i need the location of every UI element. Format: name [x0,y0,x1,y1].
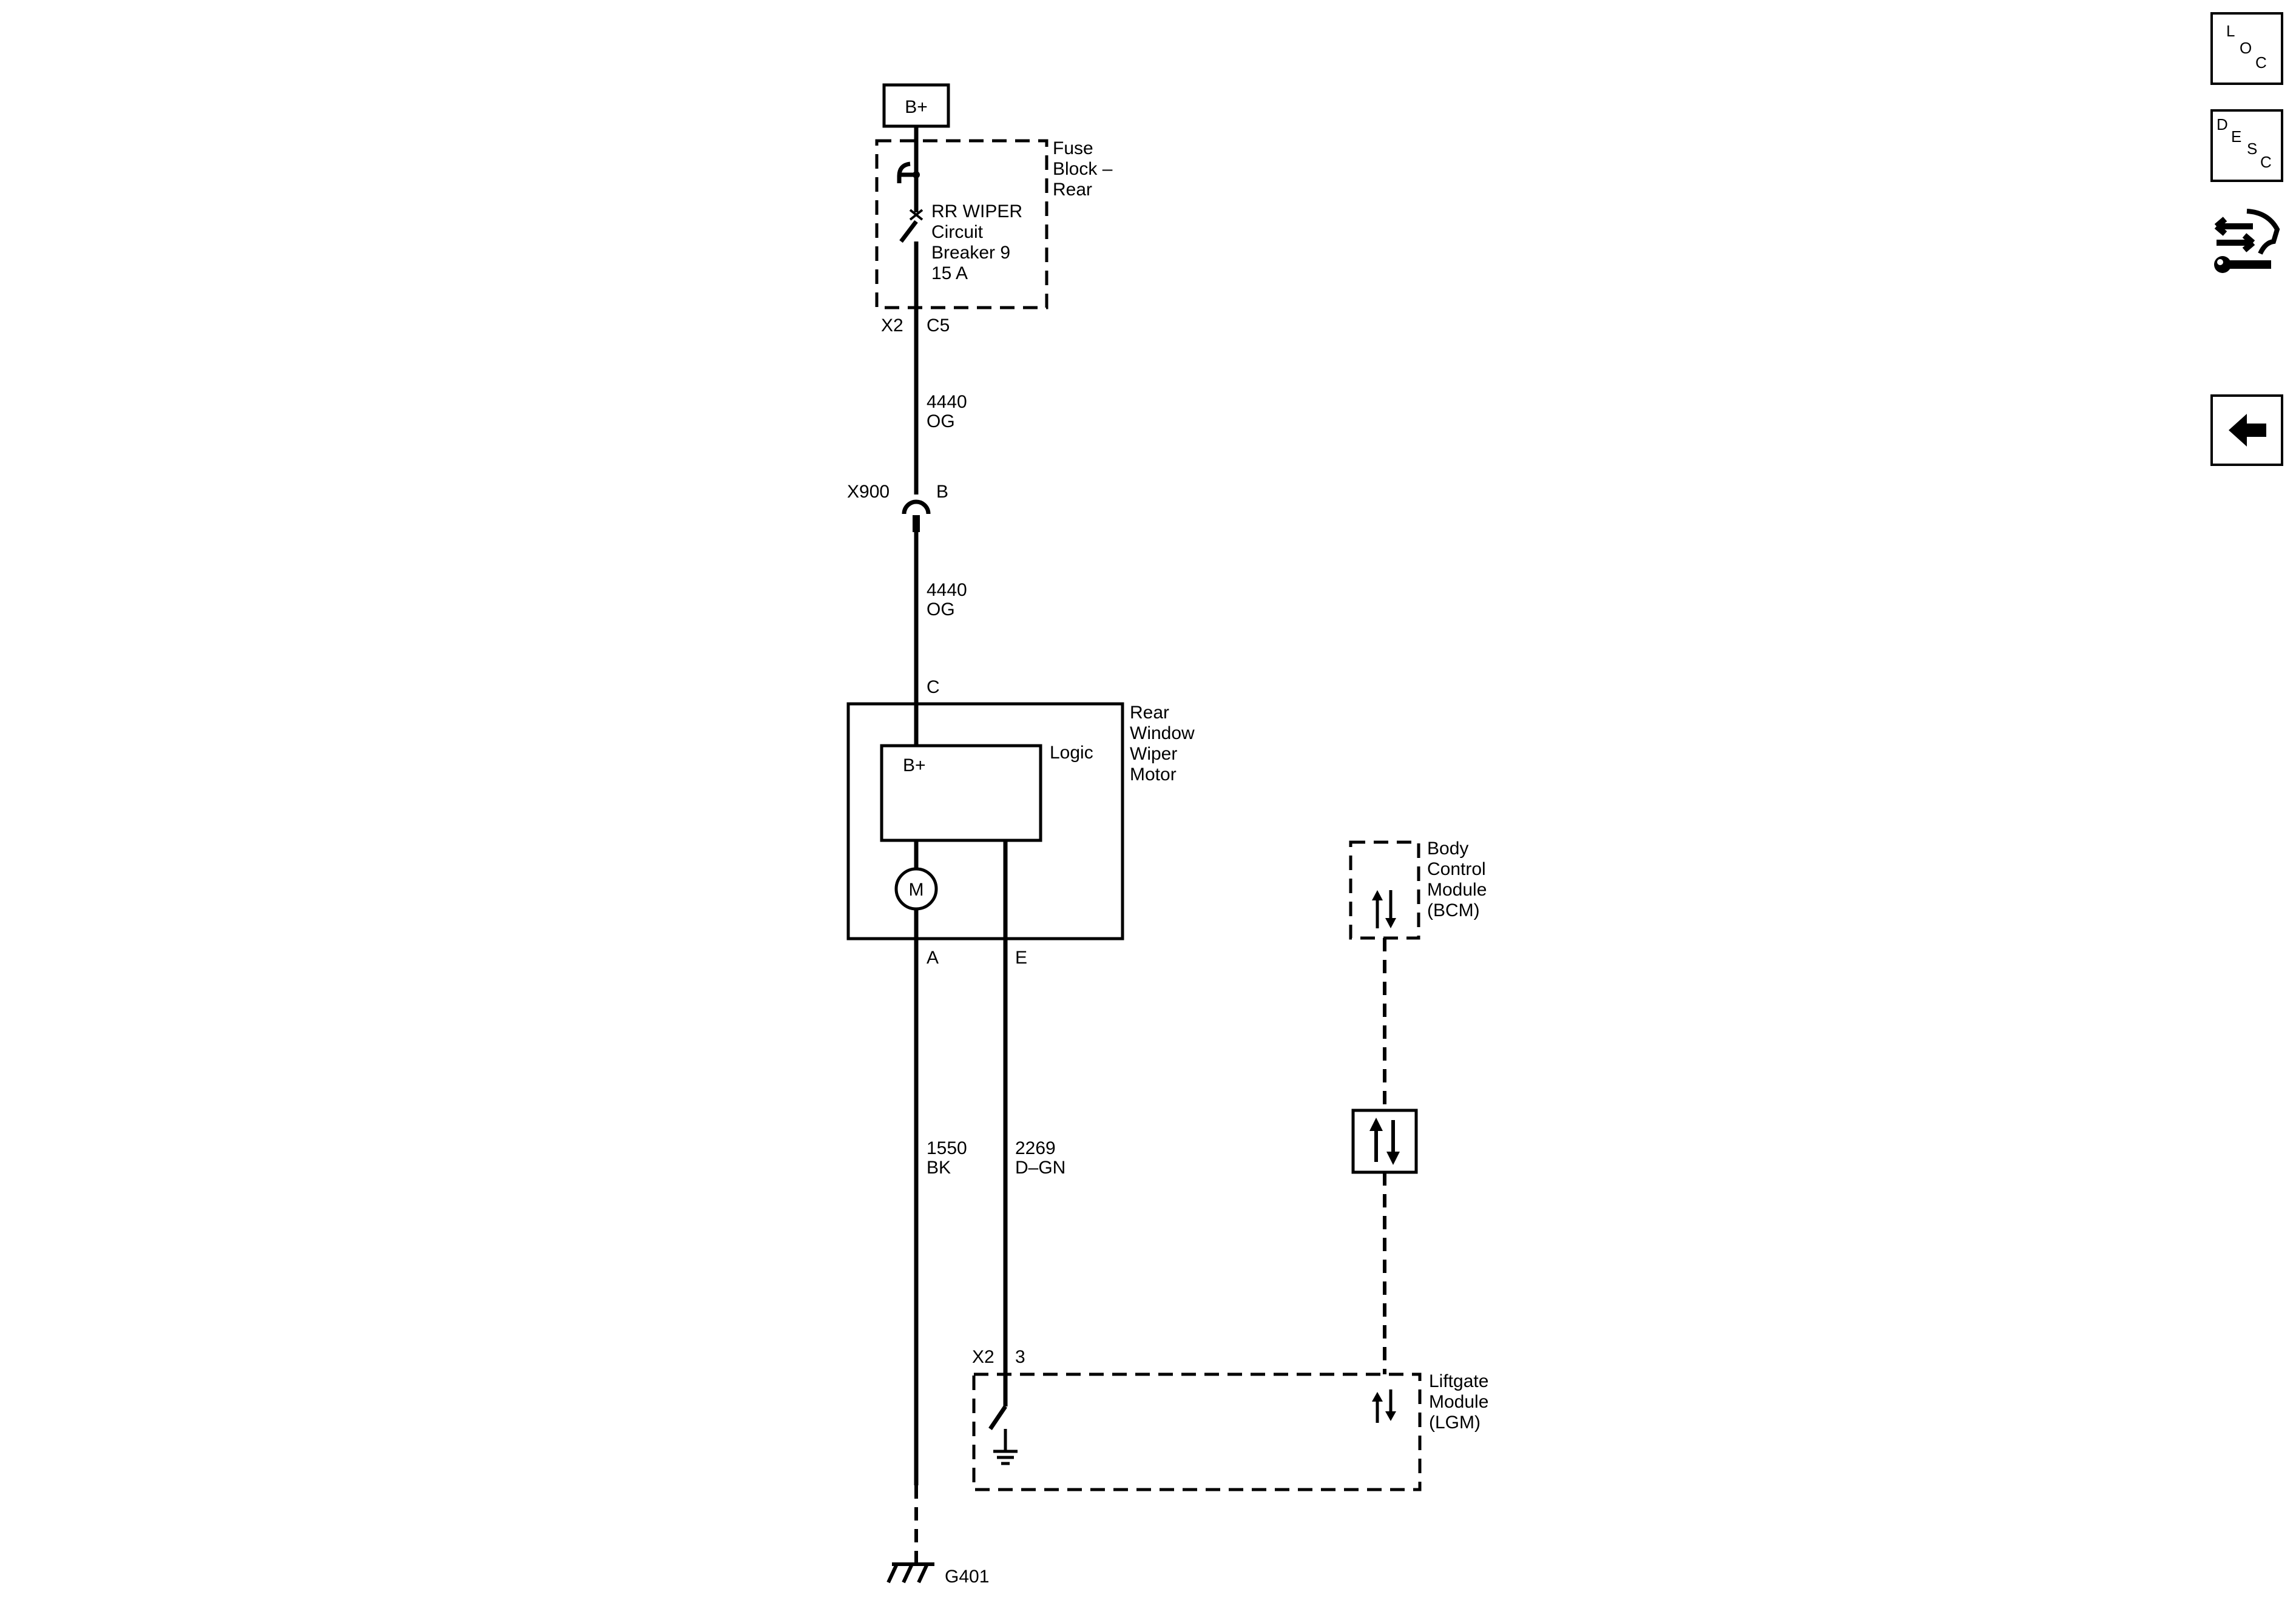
loc-letter-c: C [2255,53,2267,72]
bcm-data-arrows-icon [1372,890,1396,928]
fuse-block-connector: X2 [881,316,903,336]
back-arrow-icon [2229,414,2266,447]
wire-upper-color: OG [927,411,955,431]
bcm-name-3: Module [1427,880,1487,900]
motor-pin-a: A [927,948,939,968]
breaker-line-2: Circuit [931,222,984,242]
wire-middle-circuit: 4440 [927,580,967,600]
breaker-line-1: RR WIPER [931,201,1022,221]
breaker-line-3: Breaker 9 [931,243,1010,263]
wire-ground-circuit: 1550 [927,1138,967,1158]
desc-letter-d: D [2217,115,2228,133]
fuse-block-name-2: Block – [1053,159,1113,179]
inline-connector-x900: X900 B [847,482,948,532]
motor-symbol: M [909,880,924,900]
motor-name-1: Rear [1130,703,1169,723]
desc-button[interactable]: D E S C [2210,109,2283,182]
logic-label: Logic [1050,743,1093,763]
desc-letter-s: S [2247,140,2258,158]
lgm-pin: 3 [1015,1347,1025,1367]
back-button[interactable] [2210,394,2283,466]
liftgate-module: X2 3 Liftgate Module (LGM) [972,1347,1488,1491]
battery-supply: B+ [882,83,950,128]
ground-label: G401 [945,1567,989,1587]
lgm-name-3: (LGM) [1429,1413,1481,1433]
fuse-block-pin: C5 [927,316,950,336]
breaker-line-4: 15 A [931,263,968,283]
fuse-block-name-3: Rear [1053,180,1092,200]
bcm-name-4: (BCM) [1427,900,1480,920]
loc-button[interactable]: L O C [2210,12,2283,85]
lgm-connector: X2 [972,1347,994,1367]
side-toolbar: L O C D E S C [2210,12,2283,473]
x900-label: X900 [847,482,890,502]
fuse-block-rear: Fuse Block – Rear RR WIPER Circuit Break… [875,126,1113,336]
desc-letter-c: C [2260,153,2272,171]
motor-pin-e: E [1015,948,1027,968]
motor-pin-c: C [927,677,940,697]
body-control-module: Body Control Module (BCM) [1349,839,1487,940]
motor-name-3: Wiper [1130,744,1177,764]
motor-name-4: Motor [1130,765,1177,785]
rear-wiper-motor: M C B+ Logic Rear Window Wiper Motor A E [846,677,1195,968]
desc-letter-e: E [2231,127,2242,146]
diagnostic-tools-icon[interactable] [2210,199,2283,278]
serial-data-link-icon [1351,1109,1418,1174]
logic-bplus: B+ [903,755,926,775]
wire-middle-color: OG [927,599,955,619]
wire-ground-color: BK [927,1158,951,1178]
fuse-block-name-1: Fuse [1053,138,1093,158]
wire-signal-circuit: 2269 [1015,1138,1056,1158]
x900-pin: B [936,482,948,502]
wire-upper-circuit: 4440 [927,392,967,412]
bcm-name-1: Body [1427,839,1468,859]
supply-label: B+ [905,97,928,117]
lgm-name-2: Module [1429,1392,1488,1412]
loc-letter-l: L [2226,22,2235,40]
ground-g401: G401 [886,1562,989,1587]
wire-signal-color: D–GN [1015,1158,1065,1178]
loc-letter-o: O [2240,39,2252,57]
motor-name-2: Window [1130,723,1195,743]
bcm-name-2: Control [1427,859,1486,879]
lgm-name-1: Liftgate [1429,1371,1488,1391]
lgm-data-arrows-icon [1372,1389,1396,1423]
